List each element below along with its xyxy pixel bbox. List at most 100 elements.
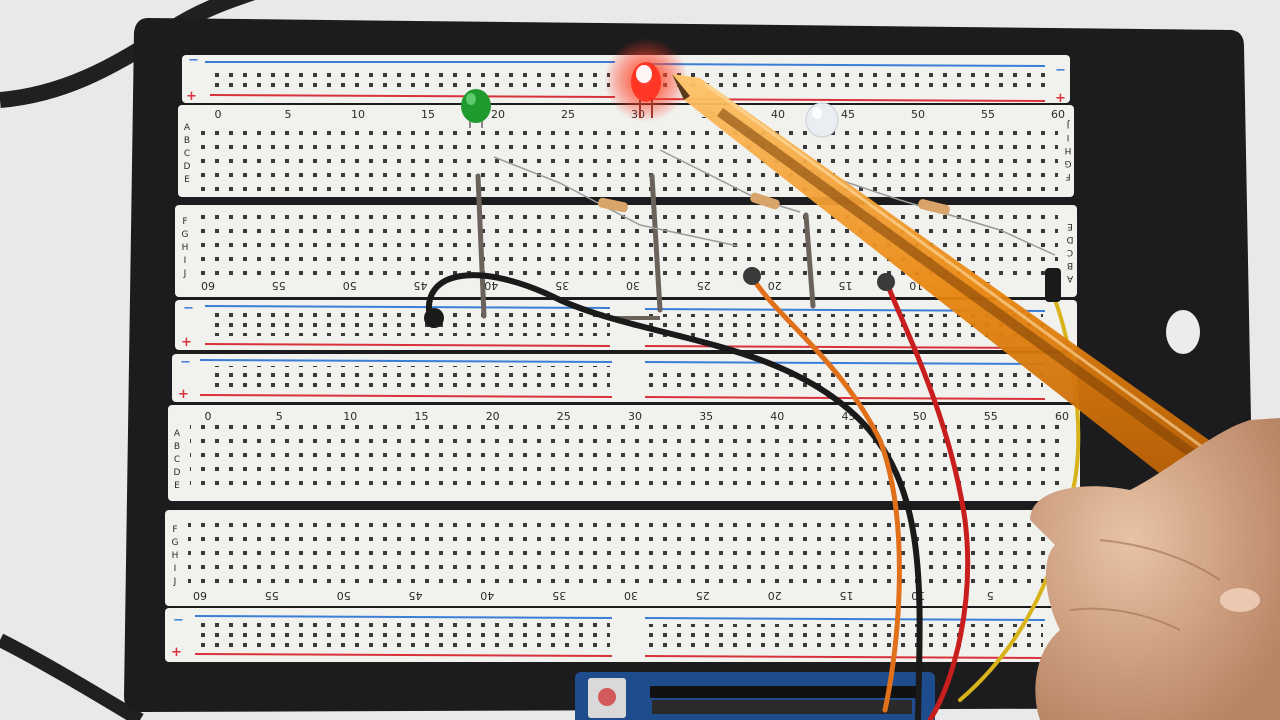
row-letter: B bbox=[1067, 260, 1073, 270]
bottom-rail2-plus-label: + bbox=[171, 645, 182, 660]
column-number: 50 bbox=[343, 279, 357, 292]
column-number: 60 bbox=[193, 589, 207, 602]
row-letter: I bbox=[184, 256, 187, 266]
column-number: 0 bbox=[205, 410, 212, 423]
column-number: 20 bbox=[491, 108, 505, 121]
rail-plus-label: + bbox=[186, 89, 197, 104]
column-number: 15 bbox=[421, 108, 435, 121]
row-letter: J bbox=[1067, 119, 1071, 129]
column-number: 30 bbox=[624, 589, 638, 602]
row-letter: D bbox=[174, 468, 181, 478]
column-number: 5 bbox=[276, 410, 283, 423]
green-led bbox=[461, 89, 491, 128]
column-number: 15 bbox=[839, 279, 853, 292]
column-number: 35 bbox=[699, 410, 713, 423]
row-letter: E bbox=[174, 481, 180, 491]
resistor bbox=[918, 199, 950, 215]
column-number: 50 bbox=[337, 589, 351, 602]
column-number: 25 bbox=[696, 589, 710, 602]
orange-wire bbox=[751, 277, 902, 713]
row-letter: D bbox=[1066, 234, 1073, 244]
background-cable-bottom bbox=[0, 633, 144, 720]
column-number: 10 bbox=[343, 410, 357, 423]
column-number: 25 bbox=[561, 108, 575, 121]
row-letter: E bbox=[1067, 221, 1073, 231]
black-wire bbox=[425, 272, 923, 720]
row-letter: A bbox=[184, 123, 191, 133]
clear-led bbox=[805, 102, 839, 138]
row-letter: F bbox=[182, 217, 187, 227]
row-letter: I bbox=[1067, 132, 1070, 142]
column-number: 55 bbox=[265, 589, 279, 602]
row-letter: E bbox=[184, 175, 190, 185]
bottom-rail-plus-label: + bbox=[178, 387, 189, 402]
column-number: 40 bbox=[484, 279, 498, 292]
row-letter: G bbox=[172, 538, 179, 548]
column-number: 20 bbox=[486, 410, 500, 423]
rail-plus-label-right: + bbox=[1055, 91, 1066, 106]
plate-mount-hole bbox=[1166, 310, 1200, 354]
row-letter: A bbox=[174, 429, 181, 439]
column-number: 15 bbox=[840, 589, 854, 602]
column-number: 0 bbox=[215, 108, 222, 121]
column-number: 60 bbox=[1055, 410, 1069, 423]
column-number: 60 bbox=[201, 279, 215, 292]
column-number: 45 bbox=[841, 108, 855, 121]
row-letter: C bbox=[1067, 247, 1073, 257]
row-letter: G bbox=[182, 230, 189, 240]
row-letter: H bbox=[1065, 145, 1072, 155]
row-letter: G bbox=[1064, 158, 1071, 168]
column-number: 45 bbox=[409, 589, 423, 602]
column-number: 60 bbox=[1051, 108, 1065, 121]
column-number: 5 bbox=[987, 589, 994, 602]
column-number: 10 bbox=[351, 108, 365, 121]
column-number: 25 bbox=[697, 279, 711, 292]
column-number: 35 bbox=[552, 589, 566, 602]
column-number: 5 bbox=[285, 108, 292, 121]
column-number: 40 bbox=[480, 589, 494, 602]
pen-pointer bbox=[672, 74, 1230, 505]
row-letter: C bbox=[174, 455, 180, 465]
column-number: 35 bbox=[555, 279, 569, 292]
rail-minus-label-right: − bbox=[1055, 63, 1066, 78]
row-letter: C bbox=[184, 149, 190, 159]
column-number: 20 bbox=[768, 279, 782, 292]
row-letter: B bbox=[184, 136, 190, 146]
hand bbox=[1030, 418, 1280, 720]
row-letter: I bbox=[174, 564, 177, 574]
column-number: 40 bbox=[771, 108, 785, 121]
row-letter: A bbox=[1066, 273, 1073, 283]
bottom-rail-minus-label: − bbox=[180, 355, 191, 370]
column-number: 25 bbox=[557, 410, 571, 423]
column-number: 50 bbox=[913, 410, 927, 423]
row-letter: J bbox=[173, 577, 177, 587]
arduino-board bbox=[575, 672, 935, 720]
row-letter: F bbox=[1065, 171, 1070, 181]
red-led bbox=[604, 38, 688, 122]
row-letter: F bbox=[172, 525, 177, 535]
row-letter: J bbox=[183, 269, 187, 279]
gray-jumpers bbox=[475, 173, 816, 320]
red-wire bbox=[885, 283, 971, 720]
bottom-rail2-minus-label: − bbox=[173, 613, 184, 628]
column-number: 55 bbox=[984, 410, 998, 423]
column-number: 20 bbox=[768, 589, 782, 602]
resistor bbox=[750, 192, 780, 210]
column-number: 45 bbox=[414, 279, 428, 292]
rail-minus-label: − bbox=[188, 53, 199, 68]
column-number: 40 bbox=[770, 410, 784, 423]
row-letter: H bbox=[182, 243, 189, 253]
mid-rail-minus-label: − bbox=[183, 301, 194, 316]
row-letter: H bbox=[172, 551, 179, 561]
resistor bbox=[598, 197, 628, 213]
mid-rail-plus-label: + bbox=[181, 335, 192, 350]
row-letter: B bbox=[174, 442, 180, 452]
column-number: 30 bbox=[626, 279, 640, 292]
